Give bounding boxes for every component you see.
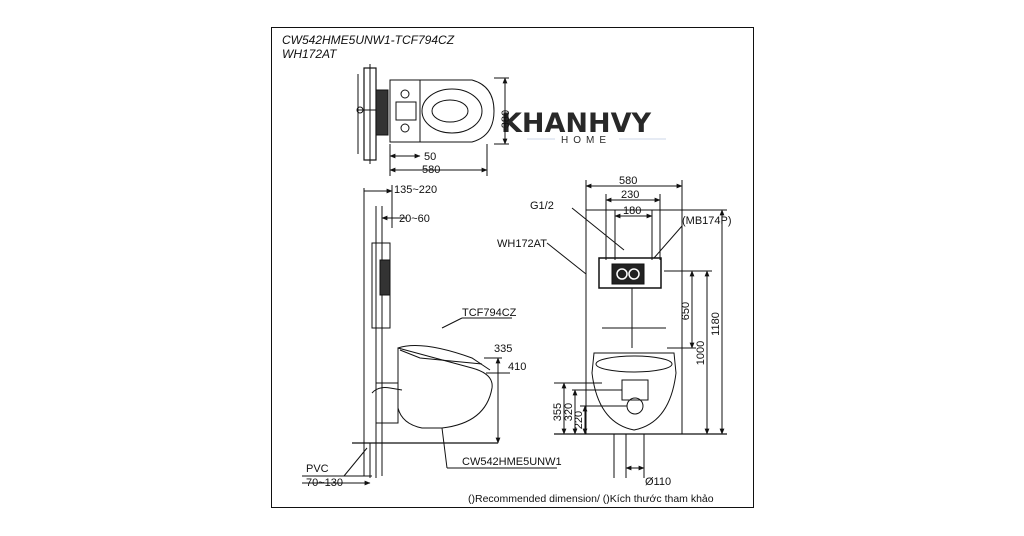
- front-center-dim: 180: [623, 205, 641, 217]
- pvc-label: PVC: [306, 463, 329, 475]
- model-title: CW542HME5UNW1-TCF794CZ: [282, 33, 455, 47]
- bowl-label: CW542HME5UNW1: [462, 456, 562, 468]
- side-gap-dim: 20~60: [399, 213, 430, 225]
- seat-height-dim: 335: [494, 343, 512, 355]
- dim-320: 320: [563, 403, 575, 421]
- front-view: [546, 180, 727, 478]
- front-inner-dim: 230: [621, 189, 639, 201]
- dim-1180: 1180: [710, 312, 722, 336]
- frame-label: WH172AT: [497, 238, 547, 250]
- watermark: KHANHVY HOME: [501, 108, 666, 146]
- technical-drawing: KHANHVY HOME: [302, 64, 732, 505]
- outlet-dim: Ø110: [645, 476, 671, 488]
- front-width-dim: 580: [619, 175, 637, 187]
- footnote: ()Recommended dimension/ ()Kích thước th…: [468, 493, 714, 505]
- seat-label: TCF794CZ: [462, 307, 517, 319]
- rim-height-dim: 410: [508, 361, 526, 373]
- top-width-dim: 580: [422, 164, 440, 176]
- side-frame-depth-dim: 135~220: [394, 184, 437, 196]
- watermark-sub: HOME: [561, 135, 611, 146]
- top-offset-dim: 50: [424, 151, 436, 163]
- pvc-dim: 70~130: [306, 477, 343, 489]
- dim-650: 650: [680, 302, 692, 320]
- top-depth-dim: 380: [500, 110, 512, 128]
- dim-1000: 1000: [695, 341, 707, 365]
- side-view: [302, 185, 557, 486]
- watermark-brand: KHANHVY: [501, 108, 652, 139]
- frame-title: WH172AT: [282, 47, 337, 61]
- top-view: [356, 64, 509, 176]
- dim-220: 220: [573, 411, 585, 429]
- plate-label: (MB174P): [682, 215, 732, 227]
- drawing-sheet: CW542HME5UNW1-TCF794CZ WH172AT KHANHVY H…: [271, 27, 754, 508]
- inlet-label: G1/2: [530, 200, 554, 212]
- dim-355: 355: [552, 403, 564, 421]
